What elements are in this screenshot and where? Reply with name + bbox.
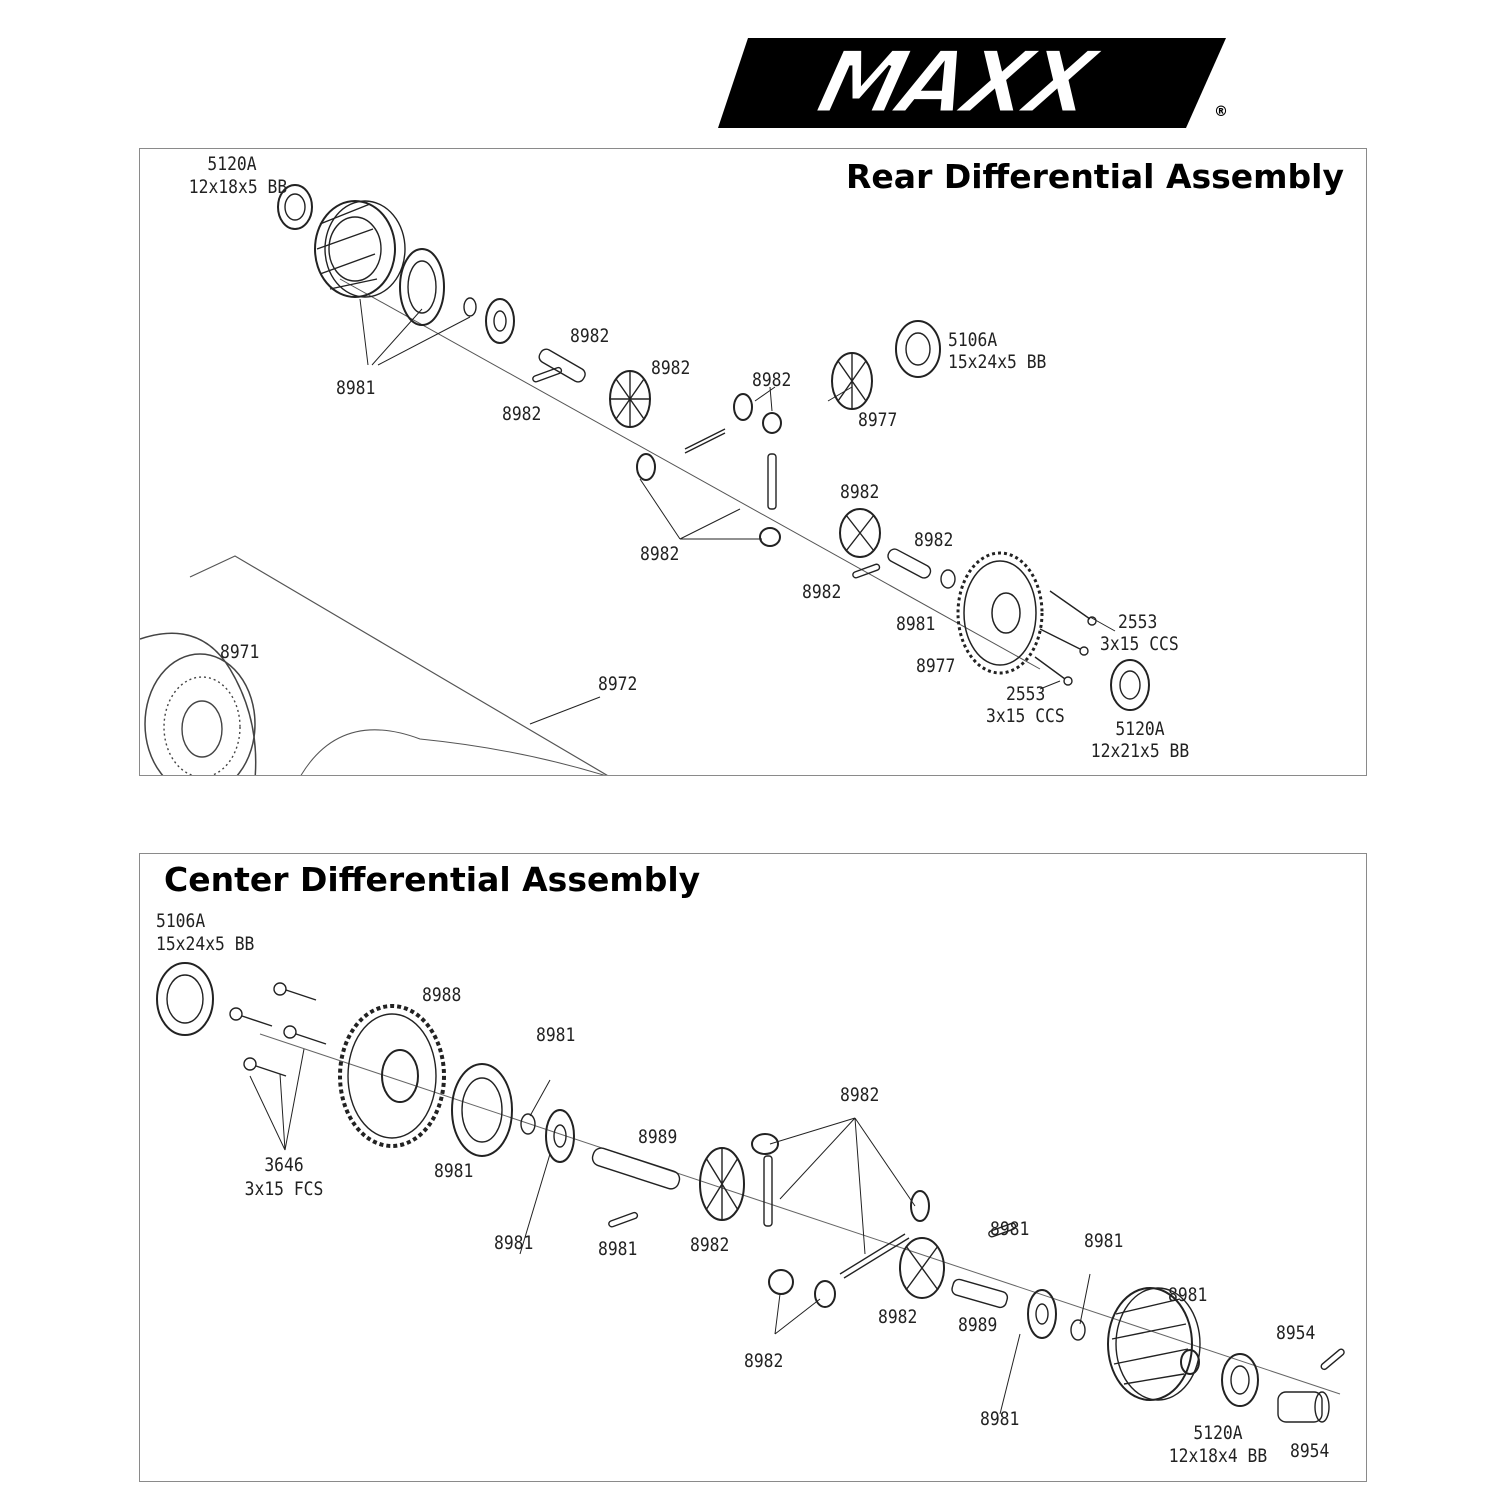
side-gear-b: [831, 352, 873, 410]
label-2553-a-spec: 3x15 CCS: [1100, 633, 1179, 655]
maxx-logo: MAXX ®: [718, 31, 1228, 134]
bearing-5106a: [895, 320, 941, 378]
label-8954-b: 8954: [1290, 1440, 1330, 1462]
label-8982-center-a: 8982: [840, 1084, 880, 1106]
label-3646-spec: 3x15 FCS: [244, 1178, 324, 1200]
label-5120a-center-spec: 12x18x4 BB: [1168, 1445, 1268, 1467]
diff-cup-center: [1107, 1287, 1201, 1401]
flange-screws-3646: [229, 982, 327, 1077]
label-8982-h: 8982: [802, 581, 842, 603]
label-8982-c: 8982: [651, 357, 691, 379]
label-8972: 8972: [598, 673, 638, 695]
pinion-gear-c: [636, 453, 656, 481]
rear-diagram-art: [140, 184, 1150, 775]
label-5106a-center-spec: 15x24x5 BB: [156, 933, 255, 955]
rear-panel-title: Rear Differential Assembly: [846, 157, 1344, 196]
label-8981-center-d: 8981: [598, 1238, 638, 1260]
label-8981-center-c: 8981: [494, 1232, 534, 1254]
label-8982-e: 8982: [840, 481, 880, 503]
center-diagram-art: [156, 962, 1345, 1423]
pinion-center-b: [768, 1269, 794, 1295]
side-gear-center-b: [899, 1237, 945, 1299]
label-8971: 8971: [220, 641, 260, 663]
label-5120a-top: 5120A: [207, 153, 257, 175]
label-8982-d: 8982: [752, 369, 792, 391]
label-8988: 8988: [422, 984, 462, 1006]
spur-gear-8988: [338, 1004, 446, 1148]
pinion-gear-d: [759, 527, 781, 547]
side-gear-center-a: [699, 1147, 745, 1221]
label-5120a-center: 5120A: [1193, 1422, 1243, 1444]
label-8982-b: 8982: [502, 403, 542, 425]
gasket-center: [451, 1063, 513, 1157]
label-2553-b-spec: 3x15 CCS: [986, 705, 1065, 727]
label-5120a-bottom-spec: 12x21x5 BB: [1090, 740, 1190, 762]
label-5106a-center: 5106A: [156, 910, 206, 932]
side-gear-a: [609, 370, 651, 428]
label-8981-center-b: 8981: [434, 1160, 474, 1182]
label-8977-b: 8977: [916, 655, 956, 677]
label-8954-a: 8954: [1276, 1322, 1316, 1344]
housing-8972: [189, 555, 608, 775]
label-2553-a: 2553: [1118, 611, 1158, 633]
pinion-gear-b: [762, 412, 782, 434]
pinion-gear-a: [733, 393, 753, 421]
center-panel-title: Center Differential Assembly: [164, 860, 701, 899]
label-8989-b: 8989: [958, 1314, 998, 1336]
bearing-5106a-center: [156, 962, 214, 1036]
side-gear-c: [839, 508, 881, 558]
pinion-center-a: [751, 1133, 779, 1155]
registered-mark: ®: [1214, 104, 1228, 120]
bearing-5120a-center: [1221, 1353, 1259, 1407]
rear-differential-panel: Rear Differential Assembly: [139, 148, 1367, 776]
label-8981-center-a: 8981: [536, 1024, 576, 1046]
gasket-plate: [399, 248, 445, 326]
svg-text:MAXX: MAXX: [808, 32, 1109, 132]
label-8982-g: 8982: [914, 529, 954, 551]
label-8982-center-c: 8982: [878, 1306, 918, 1328]
bearing-5120a-top: [277, 184, 313, 230]
label-8981-a: 8981: [336, 377, 376, 399]
label-8981-center-g: 8981: [1168, 1284, 1208, 1306]
label-5120a-top-spec: 12x18x5 BB: [188, 176, 288, 198]
housing-8971: [140, 632, 257, 775]
label-8982-f: 8982: [640, 543, 680, 565]
label-5106a-spec: 15x24x5 BB: [948, 351, 1047, 373]
label-8981-b: 8981: [896, 613, 936, 635]
label-5106a: 5106A: [948, 329, 998, 351]
label-8981-center-h: 8981: [980, 1408, 1020, 1430]
ring-gear: [956, 551, 1044, 675]
diff-housing: [314, 200, 406, 298]
label-8977-a: 8977: [858, 409, 898, 431]
coupler-8954: [1277, 1391, 1330, 1423]
label-8982-a: 8982: [570, 325, 610, 347]
label-5120a-bottom: 5120A: [1115, 718, 1165, 740]
label-8981-center-f: 8981: [1084, 1230, 1124, 1252]
center-differential-panel: Center Differential Assembly: [139, 853, 1367, 1482]
label-8982-center-d: 8982: [744, 1350, 784, 1372]
label-8981-center-e: 8981: [990, 1218, 1030, 1240]
label-2553-b: 2553: [1006, 683, 1046, 705]
label-8989-a: 8989: [638, 1126, 678, 1148]
bearing-5120a-bottom: [1110, 659, 1150, 711]
label-3646: 3646: [264, 1154, 304, 1176]
pinion-center-d: [910, 1190, 930, 1222]
pinion-center-c: [814, 1280, 836, 1308]
label-8982-center-b: 8982: [690, 1234, 730, 1256]
